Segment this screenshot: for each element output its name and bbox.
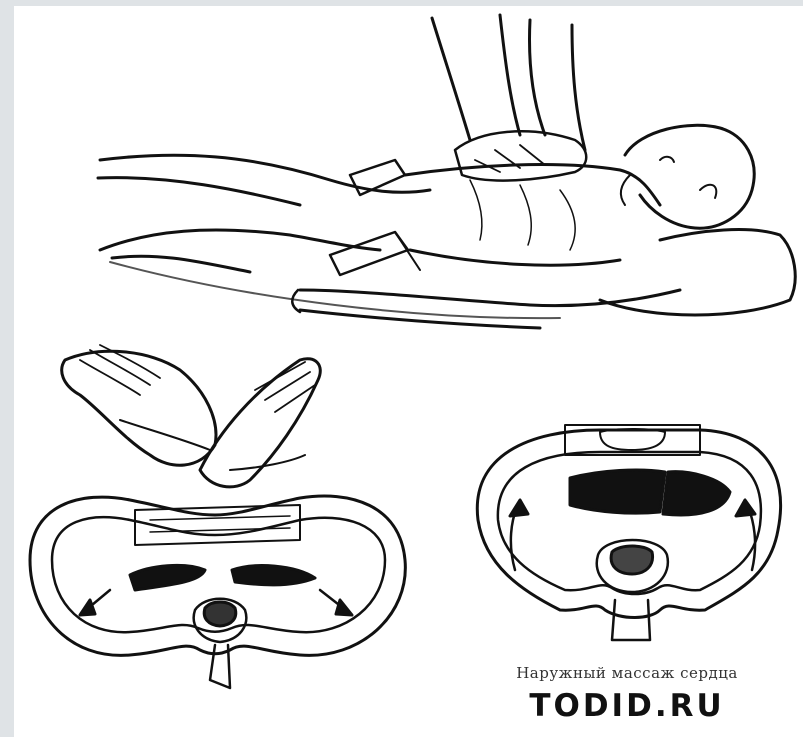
brand-watermark: TODID.RU (462, 688, 792, 724)
heart-compressed-left (80, 565, 352, 626)
chest-cross-section-left (30, 496, 405, 688)
crossed-hands (62, 345, 321, 487)
rescuer-arms (432, 15, 586, 181)
caption-text: Наружный массаж сердца (462, 664, 792, 682)
chest-cross-section-right (477, 425, 780, 640)
patient-figure (98, 125, 795, 328)
heart-compressed-right (510, 470, 755, 574)
